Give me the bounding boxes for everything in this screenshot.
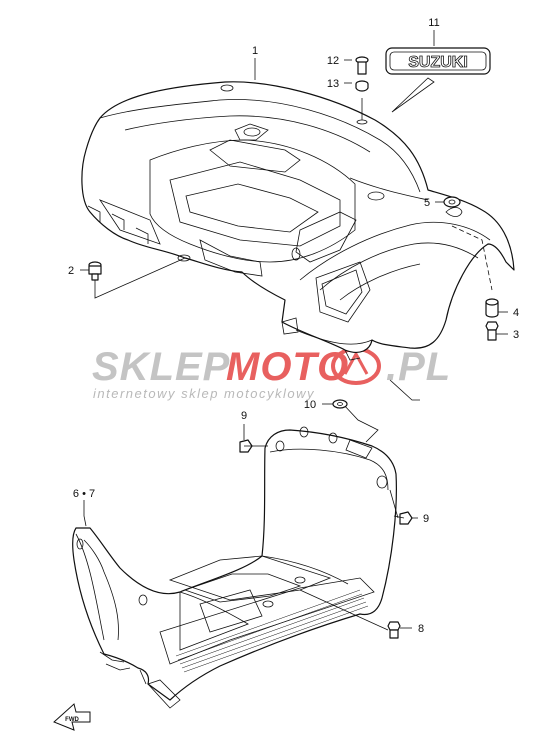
callout-3: 3 [513,329,519,341]
front-arrow-label: FWD [65,717,79,723]
bolt-3 [485,321,499,341]
bolt-12 [355,56,369,75]
callout-13: 13 [327,78,339,90]
callout-10: 10 [304,399,316,411]
watermark-mid: MOTO [226,345,349,389]
leader-lines [80,58,508,631]
bolt-2 [88,261,102,281]
clip-9-upper [239,439,256,453]
emblem-text: SUZUKI [408,54,468,71]
watermark-right: .PL [386,345,451,389]
rear-fender [81,81,515,361]
callout-2: 2 [68,265,74,277]
clip-9-lower [393,511,413,525]
callout-6-7: 6 • 7 [73,488,95,500]
callout-1: 1 [252,45,258,57]
spacer-4 [485,298,499,318]
callout-12: 12 [327,55,339,67]
step-pattern [175,589,369,673]
grommet-5 [443,196,461,208]
washer-13 [355,80,369,92]
watermark-left: SKLEP [92,345,230,389]
callout-labels: 1 2 3 4 5 6 • 7 8 9 9 10 11 12 13 [68,17,519,635]
lower-rear-panel [72,426,397,709]
suzuki-emblem: SUZUKI [385,47,491,75]
bolt-8 [387,621,401,639]
washer-10 [332,399,348,409]
front-arrow: FWD [53,703,91,731]
callout-9-upper: 9 [241,410,247,422]
watermark: SKLEP MOTO .PL internetowy sklep motocyk… [92,345,451,401]
callout-5: 5 [424,197,430,209]
callout-4: 4 [513,307,519,319]
watermark-subtitle: internetowy sklep motocyklowy [93,386,315,401]
callout-11: 11 [428,17,439,29]
small-parts [88,56,499,639]
callout-8: 8 [418,623,424,635]
callout-9-lower: 9 [423,513,429,525]
